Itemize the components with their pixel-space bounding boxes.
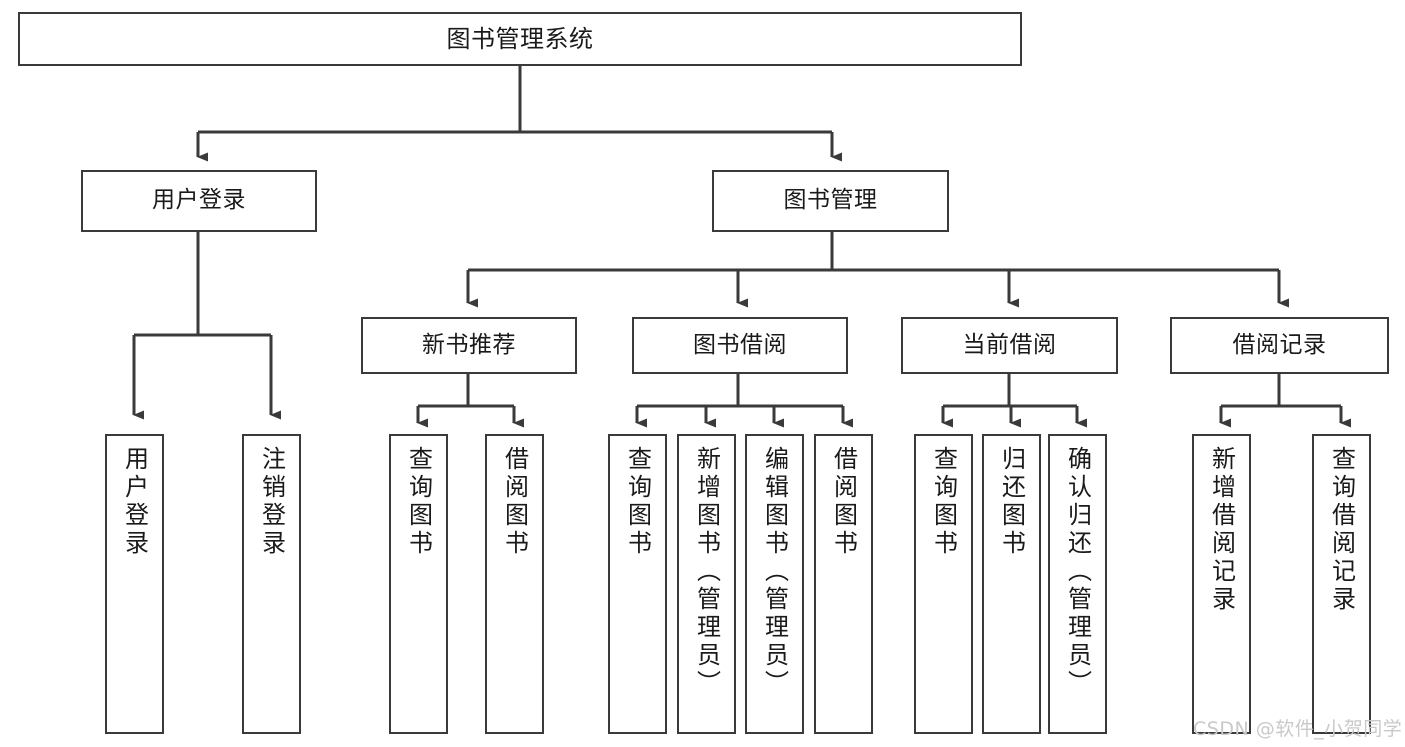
- node-new-book-recommendation[interactable]: 新书推荐: [361, 317, 577, 374]
- node-label: 查询图书: [623, 446, 652, 558]
- node-book-borrow[interactable]: 图书借阅: [632, 317, 848, 374]
- node-label: 新书推荐: [422, 331, 516, 358]
- node-label: 查询图书: [404, 446, 433, 558]
- leaf-add-book-admin[interactable]: 新增图书（管理员）: [677, 434, 736, 734]
- node-book-management[interactable]: 图书管理: [712, 170, 949, 232]
- node-current-borrow[interactable]: 当前借阅: [901, 317, 1118, 374]
- leaf-user-login[interactable]: 用户登录: [105, 434, 164, 734]
- node-label: 编辑图书（管理员）: [760, 446, 789, 698]
- node-label: 借阅图书: [500, 446, 529, 558]
- leaf-query-book-new-rec[interactable]: 查询图书: [389, 434, 448, 734]
- node-label: 用户登录: [120, 446, 149, 558]
- node-label: 新增图书（管理员）: [692, 446, 721, 698]
- node-user-login[interactable]: 用户登录: [81, 170, 317, 232]
- node-label: 用户登录: [152, 187, 246, 214]
- leaf-return-book[interactable]: 归还图书: [982, 434, 1041, 734]
- leaf-borrow-book[interactable]: 借阅图书: [814, 434, 873, 734]
- node-label: 图书管理: [783, 187, 878, 214]
- node-label: 图书管理系统: [446, 24, 594, 53]
- leaf-logout-login[interactable]: 注销登录: [242, 434, 301, 734]
- leaf-borrow-book-new-rec[interactable]: 借阅图书: [485, 434, 544, 734]
- node-label: 新增借阅记录: [1207, 446, 1236, 614]
- leaf-edit-book-admin[interactable]: 编辑图书（管理员）: [745, 434, 804, 734]
- node-label: 确认归还（管理员）: [1063, 446, 1092, 698]
- leaf-add-borrow-record[interactable]: 新增借阅记录: [1192, 434, 1251, 734]
- node-label: 借阅图书: [829, 446, 858, 558]
- csdn-watermark: CSDN @软件_小贺同学: [1193, 718, 1403, 740]
- leaf-query-borrow-record[interactable]: 查询借阅记录: [1312, 434, 1371, 734]
- node-label: 查询借阅记录: [1327, 446, 1356, 614]
- node-label: 借阅记录: [1232, 331, 1327, 358]
- node-label: 图书借阅: [693, 331, 787, 358]
- node-label: 查询图书: [929, 446, 958, 558]
- leaf-query-book-current[interactable]: 查询图书: [914, 434, 973, 734]
- node-label: 当前借阅: [962, 331, 1057, 358]
- node-root-book-management-system[interactable]: 图书管理系统: [18, 12, 1022, 66]
- leaf-query-book-borrow[interactable]: 查询图书: [608, 434, 667, 734]
- node-borrow-record[interactable]: 借阅记录: [1170, 317, 1389, 374]
- leaf-confirm-return-admin[interactable]: 确认归还（管理员）: [1048, 434, 1107, 734]
- node-label: 注销登录: [257, 446, 286, 558]
- node-label: 归还图书: [997, 446, 1026, 558]
